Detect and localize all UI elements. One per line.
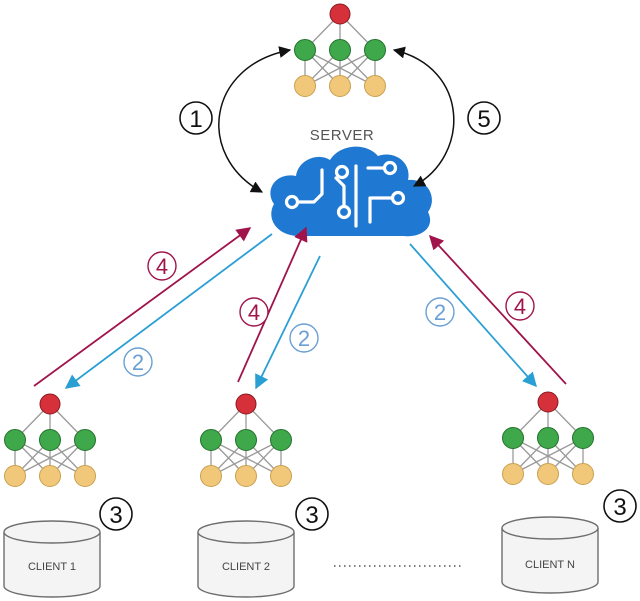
client-1-label: CLIENT 1 — [28, 561, 76, 573]
step-2-badge-client-n: 2 — [425, 297, 455, 327]
step-1-badge: 1 — [179, 101, 213, 135]
client-1-database-icon: CLIENT 1 — [3, 520, 101, 598]
svg-text:3: 3 — [109, 502, 122, 529]
client-1-upload-arrow — [33, 227, 252, 387]
client-n-upload-arrow — [429, 234, 567, 385]
aggregation-arrow-right — [392, 46, 455, 187]
step-3-badge-client-1: 3 — [99, 497, 133, 531]
client-1-model-network-icon — [3, 393, 97, 488]
client-n-model-network-icon — [501, 391, 595, 486]
step-2-badge-client-1: 2 — [123, 347, 153, 377]
client-2-download-arrow — [255, 255, 321, 390]
client-2-label: CLIENT 2 — [222, 561, 270, 573]
svg-text:4: 4 — [156, 254, 168, 279]
svg-text:4: 4 — [248, 300, 260, 325]
client-n-label: CLIENT N — [525, 559, 575, 571]
client-2-model-network-icon — [199, 393, 293, 488]
svg-text:2: 2 — [132, 350, 144, 375]
svg-text:1: 1 — [189, 106, 202, 133]
step-3-badge-client-2: 3 — [295, 497, 329, 531]
svg-text:3: 3 — [613, 494, 626, 521]
server-model-network-icon — [293, 3, 387, 98]
step-4-badge-client-1: 4 — [147, 251, 177, 281]
client-n-download-arrow — [409, 243, 537, 388]
svg-text:3: 3 — [305, 502, 318, 529]
svg-text:2: 2 — [298, 326, 310, 351]
server-label: SERVER — [310, 127, 374, 144]
step-2-badge-client-2: 2 — [289, 323, 319, 353]
step-4-badge-client-n: 4 — [505, 291, 535, 321]
step-5-badge: 5 — [467, 101, 501, 135]
step-3-badge-client-n: 3 — [603, 489, 637, 523]
svg-text:5: 5 — [477, 106, 490, 133]
cloud-circuit-icon — [270, 146, 432, 237]
step-4-badge-client-2: 4 — [239, 297, 269, 327]
client-n-database-icon: CLIENT N — [501, 516, 599, 594]
svg-text:4: 4 — [514, 294, 526, 319]
client-1-download-arrow — [64, 233, 273, 389]
client-2-upload-arrow — [237, 226, 308, 383]
svg-text:2: 2 — [434, 300, 446, 325]
aggregation-arrow-left — [218, 46, 292, 193]
client-2-database-icon: CLIENT 2 — [197, 520, 295, 598]
